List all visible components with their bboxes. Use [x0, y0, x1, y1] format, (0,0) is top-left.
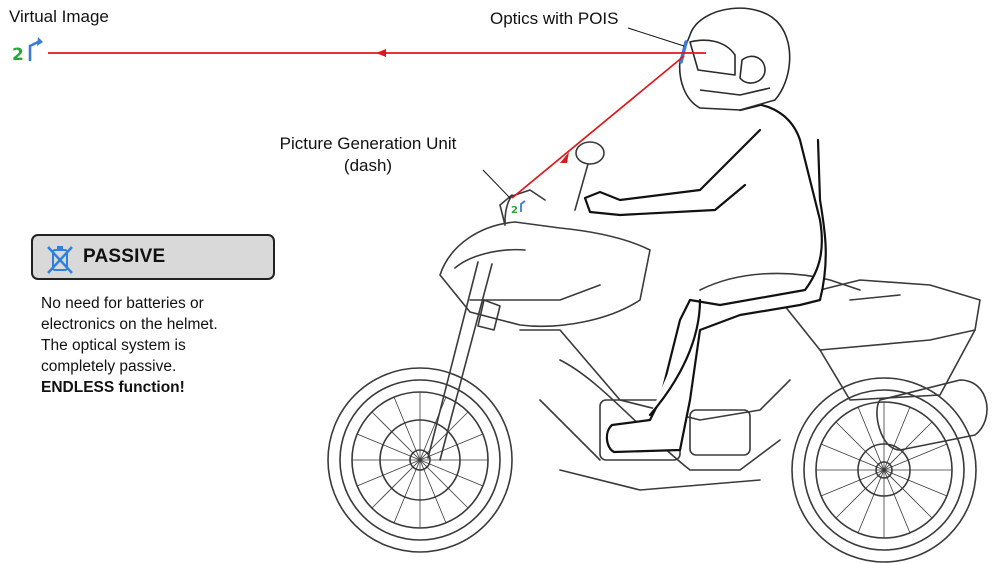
- no-battery-icon: [45, 241, 75, 275]
- pgu-label: Picture Generation Unit (dash): [270, 133, 466, 177]
- helmet: [680, 8, 790, 110]
- pgu-label-line1: Picture Generation Unit: [270, 133, 466, 155]
- passive-title: PASSIVE: [83, 246, 165, 268]
- description-line: completely passive.: [41, 356, 301, 377]
- svg-text:2: 2: [12, 45, 24, 65]
- optics-leader-line: [628, 28, 684, 46]
- pgu-label-line2: (dash): [270, 155, 466, 177]
- description-line: The optical system is: [41, 335, 301, 356]
- front-fork: [428, 262, 500, 460]
- front-wheel: [328, 368, 512, 552]
- pgu-leader-line: [483, 170, 510, 198]
- description-line: electronics on the helmet.: [41, 314, 301, 335]
- ray-pgu-to-optics: [512, 56, 684, 198]
- description-line: No need for batteries or: [41, 293, 301, 314]
- virtual-image-label: Virtual Image: [9, 6, 109, 28]
- description-emphasis: ENDLESS function!: [41, 377, 301, 398]
- seat: [700, 273, 860, 290]
- passive-badge: PASSIVE: [31, 234, 275, 280]
- rear-wheel: [792, 378, 976, 562]
- arrow-left-icon: [376, 49, 386, 57]
- pgu-symbol-icon: 2: [511, 201, 525, 216]
- svg-text:2: 2: [511, 205, 518, 216]
- passive-description: No need for batteries or electronics on …: [41, 293, 301, 398]
- virtual-image-symbol-icon: 2: [12, 37, 43, 65]
- optics-label: Optics with POIS: [490, 8, 618, 30]
